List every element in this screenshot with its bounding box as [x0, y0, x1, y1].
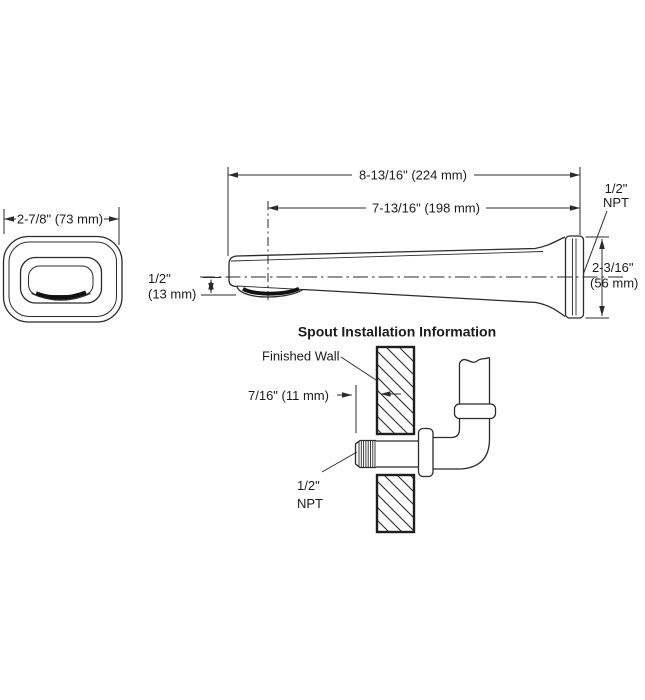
spout-outlet-shadow	[242, 287, 300, 296]
vertical-pipe-edges	[458, 357, 491, 404]
flange-height-dim-line2: (56 mm)	[590, 276, 638, 291]
threaded-nipple	[354, 439, 376, 469]
spout-bottom-contour	[302, 288, 566, 318]
front-outlet-shadow	[35, 290, 87, 300]
front-outlet-lip	[31, 293, 91, 301]
escutcheon-outline	[2, 235, 123, 323]
elbow-inner-curve	[450, 418, 461, 439]
spout-outlet-bulge	[236, 286, 304, 298]
elbow-outer-curve	[459, 418, 491, 470]
finished-wall-leader	[340, 356, 377, 381]
side-npt-line2: NPT	[603, 195, 629, 210]
spout-bulge-seam	[236, 285, 304, 290]
install-npt-line1: 1/2"	[297, 478, 320, 493]
installation-detail: Spout Installation Information Finished …	[248, 324, 497, 534]
install-npt-callout: 1/2" NPT	[297, 451, 358, 511]
side-npt-line1: 1/2"	[605, 181, 628, 196]
pipe-right-segment	[433, 436, 460, 470]
spout-top-inner-line	[230, 251, 544, 262]
install-npt-leader	[321, 451, 358, 473]
spout-front-outer	[19, 256, 103, 304]
protrusion-dimension: 7/16" (11 mm)	[248, 385, 401, 433]
installation-heading: Spout Installation Information	[298, 324, 496, 340]
lower-wall-section	[375, 473, 416, 534]
flange-height-dimension: 2-3/16" (56 mm)	[585, 236, 638, 319]
escutcheon-inner-line	[8, 241, 117, 317]
front-width-dimension: 2-7/8" (73 mm)	[3, 207, 120, 245]
tip-height-dim-line2: (13 mm)	[148, 287, 196, 302]
front-view-escutcheon: 2-7/8" (73 mm)	[2, 207, 123, 323]
pipe-elbow	[450, 356, 497, 470]
tip-height-dimension: 1/2" (13 mm)	[148, 271, 236, 302]
overall-length-dimension: 8-13/16" (224 mm)	[228, 168, 580, 183]
spout-tip-edge	[228, 264, 238, 288]
nipple-outline	[354, 439, 376, 469]
pipe-break-wave	[458, 356, 490, 364]
spout-front-inner	[28, 265, 94, 296]
tip-height-dim-line1: 1/2"	[148, 271, 171, 286]
front-width-dim-text: 2-7/8" (73 mm)	[17, 212, 103, 227]
pipe-coupling	[417, 427, 434, 478]
side-npt-leader	[582, 210, 608, 276]
spout-profile	[228, 235, 585, 319]
upper-wall-section	[375, 345, 416, 436]
flange-height-dim-line1: 2-3/16"	[592, 260, 634, 275]
reach-dim-text: 7-13/16" (198 mm)	[372, 201, 480, 216]
install-npt-line2: NPT	[297, 496, 323, 511]
nipple-threads	[358, 441, 376, 467]
pipe-left-segment	[376, 440, 419, 468]
finished-wall-label: Finished Wall	[262, 349, 340, 364]
elbow-collar	[453, 403, 497, 420]
reach-dimension: 7-13/16" (198 mm)	[268, 201, 580, 216]
protrusion-dim-text: 7/16" (11 mm)	[248, 388, 329, 403]
side-view-spout: 8-13/16" (224 mm) 7-13/16" (198 mm) 1/2"…	[148, 167, 638, 319]
overall-length-dim-text: 8-13/16" (224 mm)	[359, 168, 467, 183]
spout-top-contour	[228, 236, 566, 265]
side-npt-callout: 1/2" NPT	[582, 181, 629, 276]
